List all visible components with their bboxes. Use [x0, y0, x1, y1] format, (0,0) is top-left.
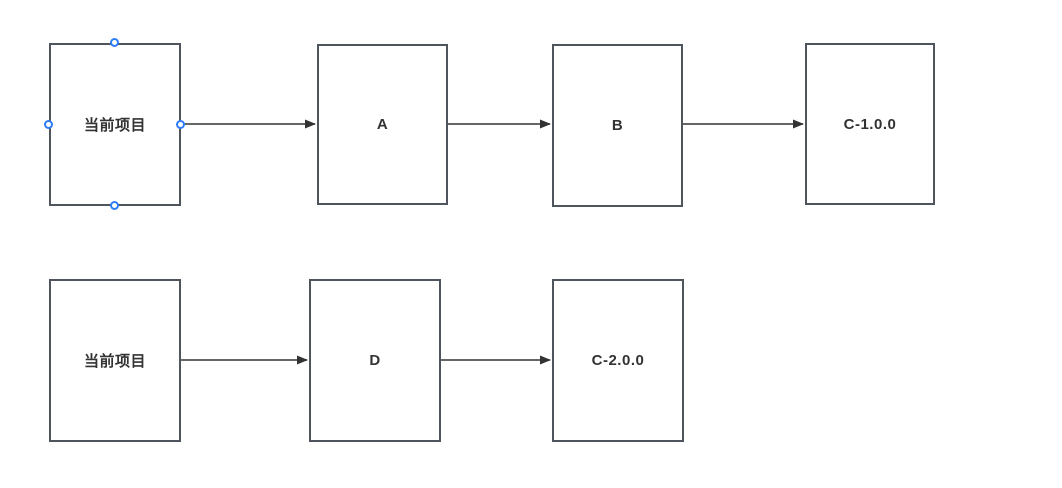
node-c-1-0-0[interactable]: C-1.0.0	[805, 43, 935, 205]
node-label: C-2.0.0	[591, 352, 645, 369]
node-label: D	[369, 352, 381, 369]
node-label: C-1.0.0	[843, 115, 897, 133]
connection-handle-top[interactable]	[110, 38, 119, 47]
connection-handle-left[interactable]	[44, 120, 53, 129]
node-label: 当前项目	[83, 353, 146, 370]
connection-handle-bottom[interactable]	[110, 201, 119, 210]
node-a[interactable]: A	[317, 44, 448, 205]
node-label: 当前项目	[83, 117, 146, 134]
node-b[interactable]: B	[552, 44, 683, 207]
node-d[interactable]: D	[309, 279, 441, 442]
node-current-project-1[interactable]: 当前项目	[49, 43, 181, 206]
node-label: A	[376, 116, 389, 133]
node-current-project-2[interactable]: 当前项目	[49, 279, 181, 442]
node-label: B	[611, 117, 624, 134]
connection-handle-right[interactable]	[176, 120, 185, 129]
node-c-2-0-0[interactable]: C-2.0.0	[552, 279, 684, 442]
